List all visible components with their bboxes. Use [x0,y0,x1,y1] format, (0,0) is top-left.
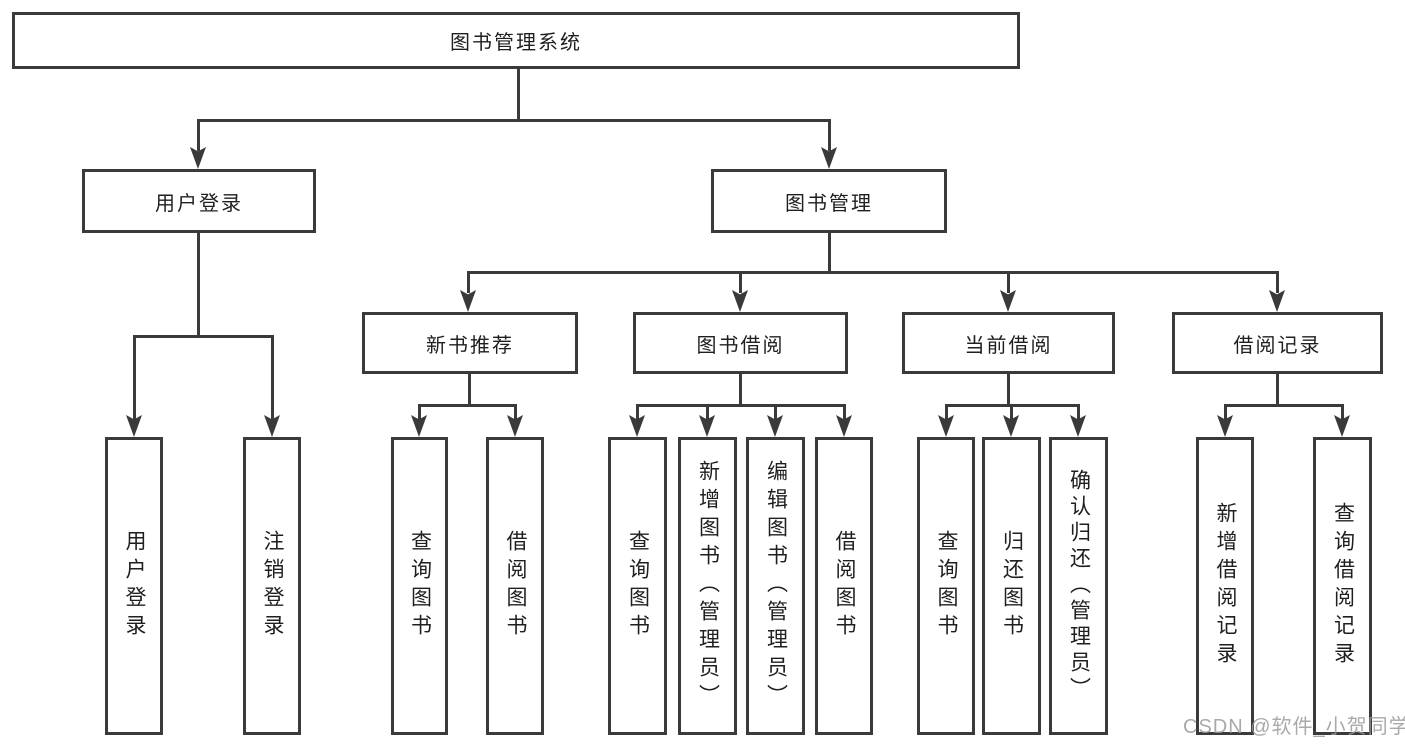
connector-level1-branch [197,119,831,122]
connector-current-borrowing-drop [1007,374,1010,406]
leaf-current-return-books: 归还图书 [982,437,1041,735]
connector-stem [843,404,846,420]
connector-root-drop [517,69,520,121]
connector-stem [418,404,421,420]
connector-stem [1077,404,1080,420]
arrow-down-icon [460,290,476,312]
leaf-current-return-books-label: 归还图书 [1000,530,1024,642]
connector-stem-book-borrowing [739,271,742,293]
node-new-book-recommend-label: 新书推荐 [426,334,514,357]
arrow-down-icon [732,290,748,312]
connector-stem [1224,404,1227,420]
leaf-logout-label: 注销登录 [261,530,284,642]
arrow-down-icon [1000,290,1016,312]
leaf-user-login-label: 用户登录 [123,530,146,642]
node-user-login-label: 用户登录 [155,192,243,215]
node-current-borrowing-label: 当前借阅 [964,334,1053,357]
node-library-system: 图书管理系统 [12,12,1020,69]
connector-stem-borrow-records [1276,271,1279,293]
leaf-current-confirm-return-admin-label: 确认归还（管理员） [1067,469,1091,703]
node-user-login: 用户登录 [82,169,316,233]
leaf-records-add-record-label: 新增借阅记录 [1214,502,1237,670]
node-borrow-records-label: 借阅记录 [1233,334,1322,357]
leaf-borrowing-edit-books-admin-label: 编辑图书（管理员） [764,460,788,712]
connector-stem-user-login [197,119,200,151]
connector-stem-book-management [828,119,831,151]
connector-stem [945,404,948,420]
leaf-records-add-record: 新增借阅记录 [1196,437,1254,735]
leaf-current-confirm-return-admin: 确认归还（管理员） [1049,437,1108,735]
connector-stem [774,404,777,420]
connector-book-management-drop [828,233,831,273]
leaf-borrowing-query-books: 查询图书 [608,437,667,735]
leaf-newrec-borrow-books: 借阅图书 [486,437,544,735]
connector-stem [1010,404,1013,420]
leaf-newrec-borrow-books-label: 借阅图书 [504,530,527,642]
connector-book-borrowing-drop [739,374,742,406]
connector-stem-current-borrowing [1007,271,1010,293]
leaf-records-query-record: 查询借阅记录 [1313,437,1372,735]
arrow-down-icon [1269,290,1285,312]
node-book-management: 图书管理 [711,169,947,233]
leaf-borrowing-query-books-label: 查询图书 [626,530,650,642]
leaf-logout: 注销登录 [243,437,301,735]
connector-level2-branch [467,271,1279,274]
connector-stem [514,404,517,420]
connector-stem [636,404,639,420]
node-book-borrowing: 图书借阅 [633,312,848,374]
node-book-management-label: 图书管理 [785,192,873,215]
leaf-newrec-query-books-label: 查询图书 [408,530,432,642]
connector-new-recommend-branch [418,404,517,407]
leaf-current-query-books-label: 查询图书 [935,530,958,642]
node-book-borrowing-label: 图书借阅 [696,334,785,357]
connector-stem [1341,404,1344,420]
connector-stem-leaf-logout [271,335,274,420]
node-borrow-records: 借阅记录 [1172,312,1383,374]
connector-user-login-branch [133,335,274,338]
node-library-system-label: 图书管理系统 [450,32,582,54]
leaf-borrowing-borrow-books-label: 借阅图书 [833,530,856,642]
leaf-newrec-query-books: 查询图书 [391,437,448,735]
leaf-current-query-books: 查询图书 [917,437,975,735]
node-current-borrowing: 当前借阅 [902,312,1115,374]
node-new-book-recommend: 新书推荐 [362,312,578,374]
leaf-records-query-record-label: 查询借阅记录 [1331,502,1355,670]
leaf-borrowing-borrow-books: 借阅图书 [815,437,873,735]
leaf-user-login: 用户登录 [105,437,163,735]
leaf-borrowing-edit-books-admin: 编辑图书（管理员） [746,437,805,735]
connector-new-recommend-drop [468,374,471,406]
connector-book-borrowing-branch [636,404,845,407]
connector-stem [706,404,709,420]
connector-user-login-drop [197,233,200,337]
connector-stem-leaf-login [133,335,136,420]
connector-stem-new-recommend [467,271,470,293]
connector-borrow-records-branch [1224,404,1343,407]
connector-borrow-records-drop [1276,374,1279,406]
leaf-borrowing-add-books-admin: 新增图书（管理员） [678,437,737,735]
leaf-borrowing-add-books-admin-label: 新增图书（管理员） [696,460,720,712]
csdn-watermark: CSDN @软件_小贺同学 [1183,716,1405,738]
